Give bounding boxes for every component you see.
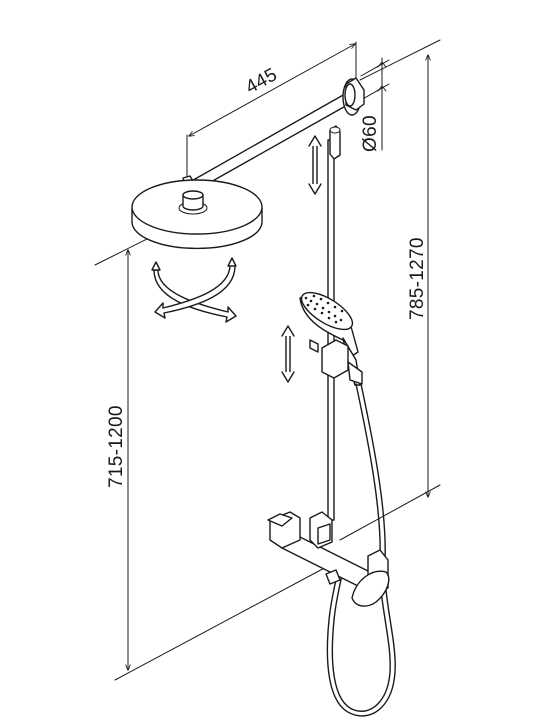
arm-length-label: 445 xyxy=(242,64,281,98)
column-height-label: 785-1270 xyxy=(407,237,428,320)
up-down-arrow-icon xyxy=(308,135,322,195)
dimension-pipe-diameter: Ø60 xyxy=(360,57,390,152)
rotate-arrows-icon xyxy=(151,257,237,323)
pipe-diameter-label: Ø60 xyxy=(360,115,381,152)
up-down-arrow-icon xyxy=(281,325,295,383)
shower-holder-slider xyxy=(309,339,363,385)
thermostatic-mixer xyxy=(267,511,390,607)
dimension-column-height: 785-1270 xyxy=(339,39,441,541)
overhead-shower-head xyxy=(131,179,263,250)
top-connector xyxy=(342,77,365,116)
spray-nozzles xyxy=(304,294,344,324)
shower-hose xyxy=(326,383,396,717)
dimension-mounting-height: 715-1200 xyxy=(94,224,331,681)
mounting-height-label: 715-1200 xyxy=(106,405,127,488)
